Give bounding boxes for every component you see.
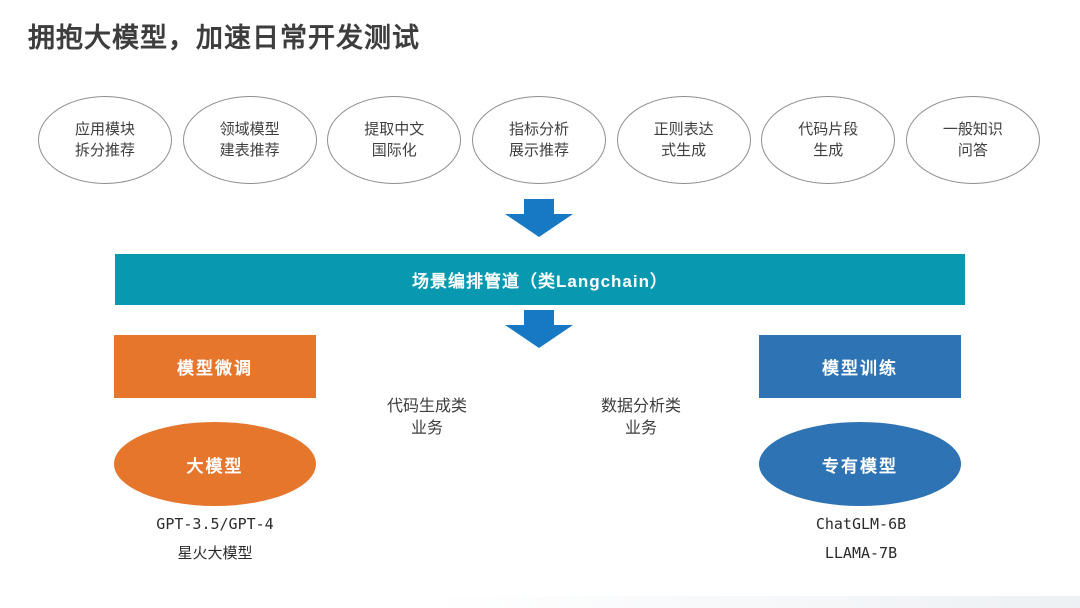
bubble-label: 建表推荐 — [219, 142, 280, 159]
bubble-label: 提取中文 — [364, 121, 425, 138]
pipeline-bar: 场景编排管道（类Langchain） — [115, 254, 965, 305]
proprietary-model-ellipse: 专有模型 — [759, 422, 961, 506]
bubble-label: 领域模型 — [219, 121, 280, 138]
model-name: ChatGLM-6B — [815, 515, 907, 533]
business-label-codegen: 代码生成类 业务 — [357, 396, 497, 440]
bubble-metric-analysis: 指标分析 展示推荐 — [471, 96, 606, 184]
business-label-line: 业务 — [410, 420, 443, 437]
training-header-box: 模型训练 — [759, 335, 961, 398]
bubble-i18n-extract: 提取中文 国际化 — [327, 96, 462, 184]
bubble-label: 一般知识 — [942, 121, 1003, 138]
bubble-regex-generation: 正则表达 式生成 — [616, 96, 751, 184]
bubble-label: 展示推荐 — [508, 142, 569, 159]
business-label-line: 业务 — [624, 420, 657, 437]
bubble-label: 指标分析 — [508, 121, 569, 138]
bubble-label: 国际化 — [371, 142, 417, 159]
left-model-list: GPT-3.5/GPT-4 星火大模型 — [95, 510, 335, 568]
finetune-header-box: 模型微调 — [114, 335, 316, 398]
bubble-label: 拆分推荐 — [74, 142, 135, 159]
model-name: LLAMA-7B — [824, 544, 898, 562]
model-name: GPT-3.5/GPT-4 — [156, 515, 274, 533]
business-label-dataanalysis: 数据分析类 业务 — [571, 396, 711, 440]
right-model-list: ChatGLM-6B LLAMA-7B — [741, 510, 981, 568]
bubble-domain-model-table: 领域模型 建表推荐 — [182, 96, 317, 184]
scenario-bubble-row: 应用模块 拆分推荐 领域模型 建表推荐 提取中文 国际化 指标分析 展示推荐 正… — [38, 96, 1040, 184]
bubble-label: 代码片段 — [798, 121, 859, 138]
model-name: 星火大模型 — [177, 544, 253, 562]
business-label-line: 代码生成类 — [386, 398, 467, 415]
down-arrow-icon — [505, 310, 573, 348]
bubble-label: 生成 — [813, 142, 844, 159]
bubble-label: 式生成 — [661, 142, 707, 159]
large-model-ellipse: 大模型 — [114, 422, 316, 506]
bottom-gradient-bar — [430, 596, 1080, 608]
bubble-label: 应用模块 — [74, 121, 135, 138]
page-title: 拥抱大模型，加速日常开发测试 — [28, 23, 420, 53]
business-label-line: 数据分析类 — [600, 398, 681, 415]
bubble-label: 正则表达 — [653, 121, 714, 138]
bubble-code-snippet: 代码片段 生成 — [761, 96, 896, 184]
bubble-label: 问答 — [957, 142, 988, 159]
down-arrow-icon — [505, 199, 573, 237]
bubble-app-module-split: 应用模块 拆分推荐 — [38, 96, 172, 184]
bubble-general-qa: 一般知识 问答 — [905, 96, 1040, 184]
